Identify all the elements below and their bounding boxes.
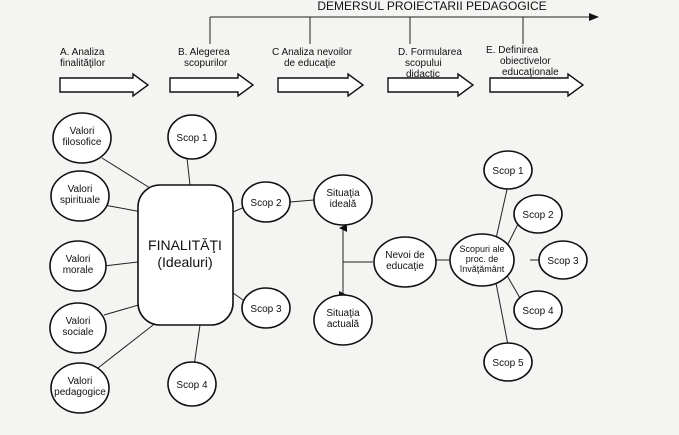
finalitati-node: FINALITĂŢI(Idealuri) bbox=[137, 184, 234, 326]
svg-text:Scop 3: Scop 3 bbox=[250, 304, 282, 315]
step-d-arrow bbox=[387, 72, 475, 98]
left-scop-4-node: Scop 4 bbox=[167, 361, 217, 407]
svg-text:Scop 4: Scop 4 bbox=[176, 380, 208, 391]
step-c-arrow bbox=[277, 72, 365, 98]
right-scop-2-node: Scop 2 bbox=[513, 194, 563, 234]
left-scop-2-node: Scop 2 bbox=[241, 181, 291, 223]
svg-text:Scop 1: Scop 1 bbox=[492, 166, 524, 177]
right-scop-5-node: Scop 5 bbox=[483, 342, 533, 382]
right-scop-3-node: Scop 3 bbox=[538, 240, 588, 280]
svg-text:Scop 2: Scop 2 bbox=[250, 198, 282, 209]
svg-text:Scop 5: Scop 5 bbox=[492, 358, 524, 369]
svg-text:Scop 2: Scop 2 bbox=[522, 210, 554, 221]
step-a-arrow bbox=[59, 72, 150, 98]
svg-text:FINALITĂŢI(Idealuri): FINALITĂŢI(Idealuri) bbox=[148, 237, 222, 270]
left-scop-3-node: Scop 3 bbox=[241, 287, 291, 329]
header-title: DEMERSUL PROIECTARII PEDAGOGICE bbox=[317, 0, 546, 13]
right-scop-4-node: Scop 4 bbox=[513, 290, 563, 330]
right-scop-1-node: Scop 1 bbox=[483, 150, 533, 190]
svg-text:Scop 1: Scop 1 bbox=[176, 133, 208, 144]
svg-text:Scop 3: Scop 3 bbox=[547, 256, 579, 267]
svg-text:Scop 4: Scop 4 bbox=[522, 306, 554, 317]
step-e-arrow bbox=[489, 72, 585, 98]
step-b-arrow bbox=[169, 72, 255, 98]
left-scop-1-node: Scop 1 bbox=[167, 114, 217, 160]
